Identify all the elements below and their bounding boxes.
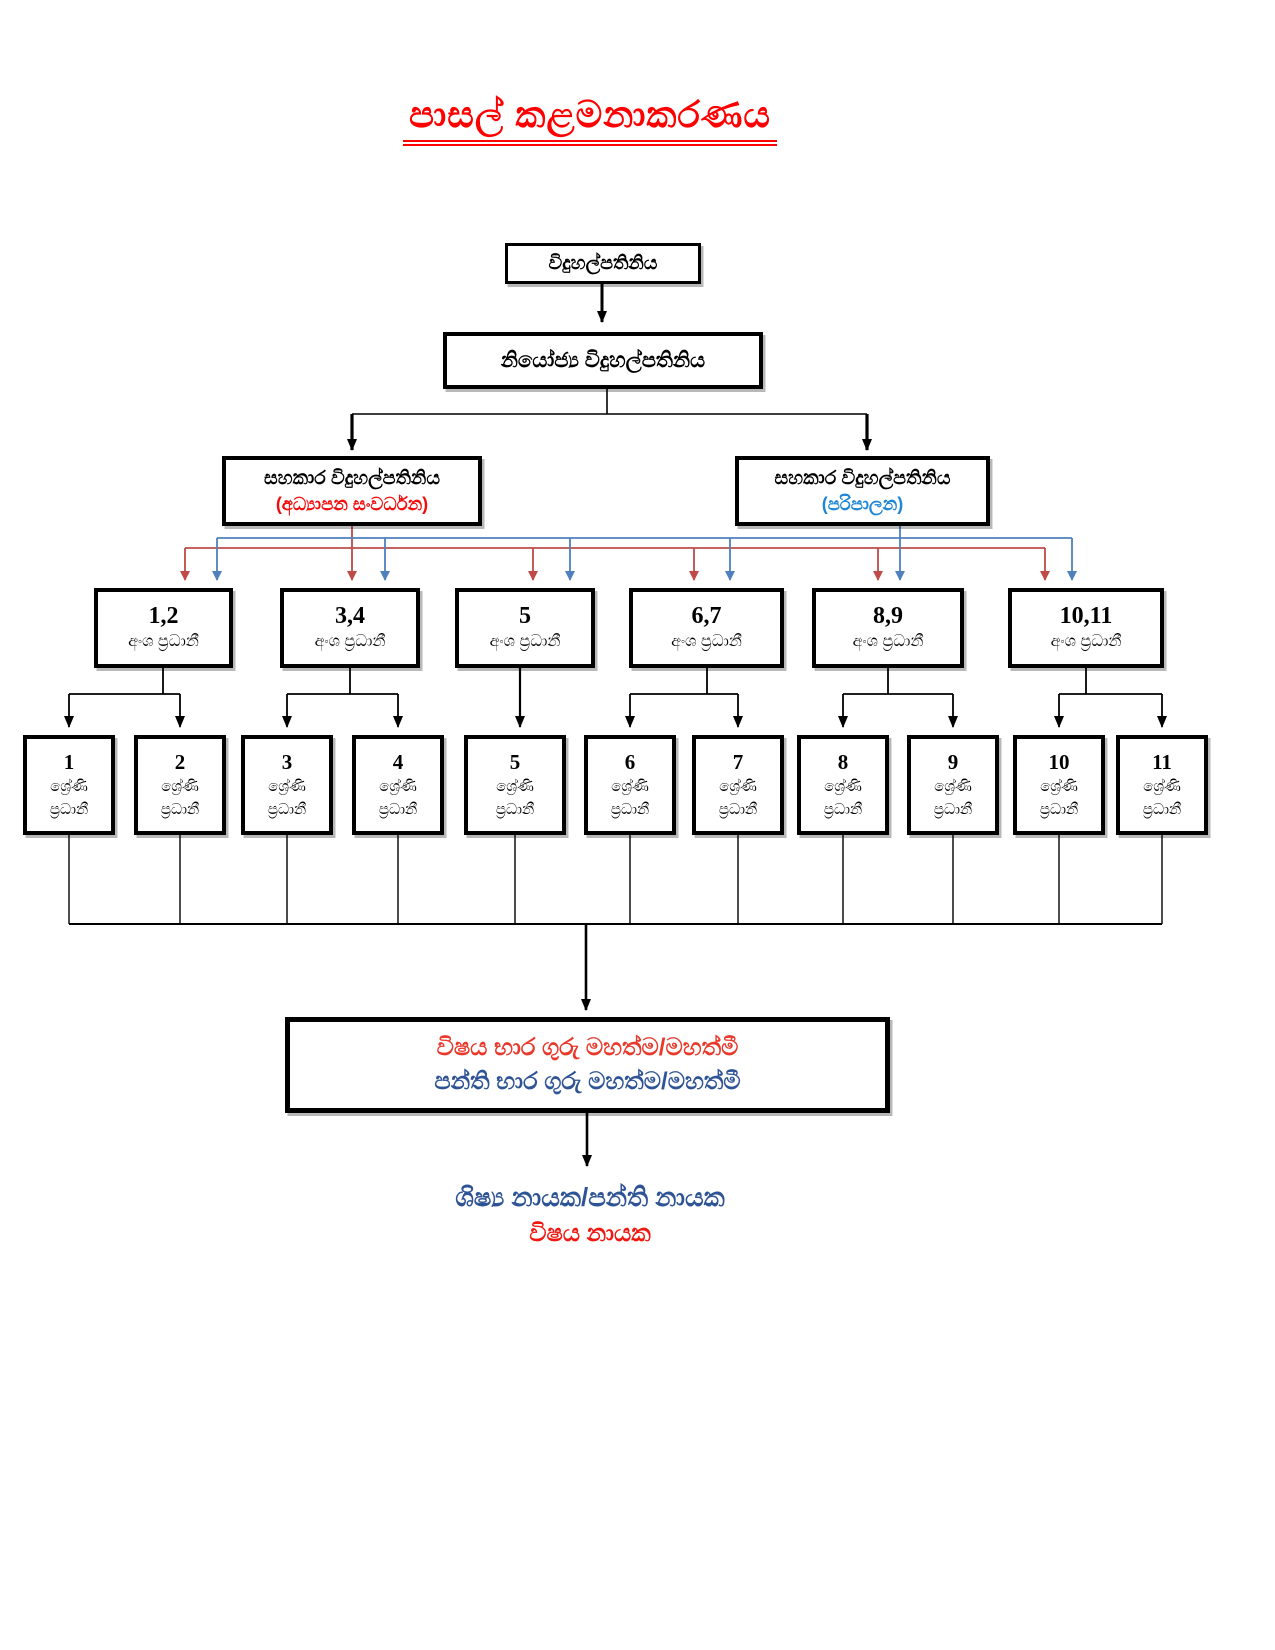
grade-role-line1: ශ්‍රේණි bbox=[50, 778, 88, 795]
grade-number: 4 bbox=[392, 750, 404, 774]
red-bus-lines bbox=[180, 526, 1050, 581]
grade-merge-lines bbox=[68, 835, 1163, 925]
section-to-grade-lines bbox=[64, 668, 1167, 728]
grade-role-line1: ශ්‍රේණි bbox=[611, 778, 649, 795]
grade-role-line1: ශ්‍රේණි bbox=[161, 778, 199, 795]
assistant-principal-admin-label: සහකාර විදුහල්පතිනිය bbox=[774, 468, 951, 489]
grade-head-box-10: 10 ශ්‍රේණි ප්‍රධානී bbox=[1013, 735, 1105, 835]
grade-role-line2: ප්‍රධානී bbox=[495, 801, 535, 818]
arrows-to-assistant-principals bbox=[347, 414, 872, 451]
subject-leaders-label: විෂය නායක bbox=[529, 1220, 651, 1247]
grade-role-line2: ප්‍රධානී bbox=[933, 801, 973, 818]
grade-role-line2: ප්‍රධානී bbox=[718, 801, 758, 818]
section-grades: 1,2 bbox=[148, 603, 179, 629]
grade-head-box-11: 11 ශ්‍රේණි ප්‍රධානී bbox=[1116, 735, 1208, 835]
deputy-split-lines bbox=[352, 389, 867, 415]
grade-head-box-8: 8 ශ්‍රේණි ප්‍රධානී bbox=[797, 735, 889, 835]
section-head-box-3-4: 3,4 අංශ ප්‍රධානී bbox=[280, 588, 420, 668]
grade-head-box-1: 1 ශ්‍රේණි ප්‍රධානී bbox=[23, 735, 115, 835]
section-label: අංශ ප්‍රධානී bbox=[1050, 633, 1122, 650]
grade-head-box-2: 2 ශ්‍රේණි ප්‍රධානී bbox=[134, 735, 226, 835]
grade-number: 3 bbox=[281, 750, 293, 774]
grade-role-line1: ශ්‍රේණි bbox=[1143, 778, 1181, 795]
grade-number: 5 bbox=[509, 750, 521, 774]
section-head-box-1-2: 1,2 අංශ ප්‍රධානී bbox=[94, 588, 233, 668]
section-label: අංශ ප්‍රධානී bbox=[314, 633, 386, 650]
assistant-principal-education-sublabel: (අධ්‍යාපන සංවර්ධන) bbox=[275, 494, 429, 514]
grade-number: 8 bbox=[837, 750, 849, 774]
grade-number: 1 bbox=[63, 750, 75, 774]
grade-number: 2 bbox=[174, 750, 186, 774]
grade-head-box-7: 7 ශ්‍රේණි ප්‍රධානී bbox=[692, 735, 784, 835]
grade-number: 11 bbox=[1152, 750, 1172, 774]
section-head-box-10-11: 10,11 අංශ ප්‍රධානී bbox=[1008, 588, 1164, 668]
section-grades: 10,11 bbox=[1059, 603, 1113, 629]
assistant-principal-education-label: සහකාර විදුහල්පතිනිය bbox=[264, 468, 440, 489]
grade-role-line2: ප්‍රධානී bbox=[823, 801, 863, 818]
grade-head-box-5: 5 ශ්‍රේණි ප්‍රධානී bbox=[464, 735, 566, 835]
section-label: අංශ ප්‍රධානී bbox=[128, 633, 199, 650]
section-grades: 3,4 bbox=[335, 603, 365, 629]
grade-role-line1: ශ්‍රේණි bbox=[934, 778, 972, 795]
section-head-box-8-9: 8,9 අංශ ප්‍රධානී bbox=[812, 588, 964, 668]
class-teachers-label: පන්ති භාර ගුරු මහත්ම/මහත්මී bbox=[434, 1068, 741, 1095]
section-grades: 5 bbox=[519, 603, 531, 629]
section-label: අංශ ප්‍රධානී bbox=[852, 633, 924, 650]
grade-number: 7 bbox=[732, 750, 744, 774]
grade-role-line1: ශ්‍රේණි bbox=[496, 778, 534, 795]
deputy-principal-box: නියෝජ්‍ය විදුහල්පතිනිය bbox=[443, 332, 763, 389]
grade-number: 6 bbox=[624, 750, 636, 774]
grade-role-line2: ප්‍රධානී bbox=[49, 801, 89, 818]
teachers-box: විෂය භාර ගුරු මහත්ම/මහත්මී පන්ති භාර ගුර… bbox=[285, 1017, 890, 1113]
grade-head-box-4: 4 ශ්‍රේණි ප්‍රධානී bbox=[352, 735, 444, 835]
grade-number: 9 bbox=[947, 750, 959, 774]
grade-head-box-9: 9 ශ්‍රේණි ප්‍රධානී bbox=[907, 735, 999, 835]
subject-teachers-label: විෂය භාර ගුරු මහත්ම/මහත්මී bbox=[436, 1034, 739, 1061]
grade-head-box-3: 3 ශ්‍රේණි ප්‍රධානී bbox=[241, 735, 333, 835]
student-class-leaders-label: ශිෂ්‍ය නායක/පන්ති නායක bbox=[455, 1182, 725, 1212]
section-grades: 8,9 bbox=[873, 603, 903, 629]
assistant-principal-education-box: සහකාර විදුහල්පතිනිය (අධ්‍යාපන සංවර්ධන) bbox=[222, 456, 482, 526]
grade-number: 10 bbox=[1048, 750, 1070, 774]
grade-role-line2: ප්‍රධානී bbox=[378, 801, 418, 818]
assistant-principal-admin-sublabel: (පරිපාලන) bbox=[821, 494, 904, 514]
grade-role-line2: ප්‍රධානී bbox=[1039, 801, 1079, 818]
section-label: අංශ ප්‍රධානී bbox=[489, 633, 561, 650]
grade-role-line2: ප්‍රධානී bbox=[1142, 801, 1182, 818]
blue-bus-lines bbox=[212, 526, 1077, 581]
assistant-principal-admin-box: සහකාර විදුහල්පතිනිය (පරිපාලන) bbox=[735, 456, 990, 526]
page-title: පාසල් කළමනාකරණය bbox=[0, 94, 1180, 146]
grade-head-box-6: 6 ශ්‍රේණි ප්‍රධානී bbox=[584, 735, 676, 835]
deputy-principal-label: නියෝජ්‍ය විදුහල්පතිනිය bbox=[500, 348, 706, 372]
grade-role-line1: ශ්‍රේණි bbox=[1040, 778, 1078, 795]
grade-role-line1: ශ්‍රේණි bbox=[719, 778, 757, 795]
section-head-box-6-7: 6,7 අංශ ප්‍රධානී bbox=[629, 588, 784, 668]
grade-role-line2: ප්‍රධානී bbox=[267, 801, 307, 818]
section-grades: 6,7 bbox=[691, 603, 722, 629]
grade-role-line1: ශ්‍රේණි bbox=[379, 778, 417, 795]
grade-role-line1: ශ්‍රේණි bbox=[824, 778, 862, 795]
principal-box: විදුහල්පතිනිය bbox=[505, 243, 701, 284]
section-label: අංශ ප්‍රධානී bbox=[671, 633, 742, 650]
page-title-text: පාසල් කළමනාකරණය bbox=[403, 94, 777, 146]
grade-role-line1: ශ්‍රේණි bbox=[268, 778, 306, 795]
grade-role-line2: ප්‍රධානී bbox=[160, 801, 200, 818]
section-head-box-5: 5 අංශ ප්‍රධානී bbox=[455, 588, 595, 668]
principal-label: විදුහල්පතිනිය bbox=[548, 252, 658, 274]
grade-role-line2: ප්‍රධානී bbox=[610, 801, 650, 818]
